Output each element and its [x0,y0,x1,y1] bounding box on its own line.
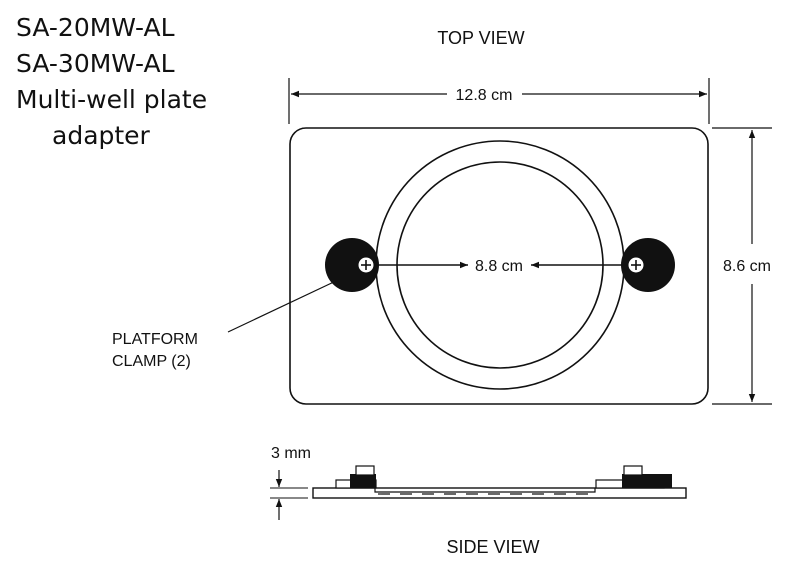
side-view [312,465,687,499]
width-dimension: 8.6 cm [712,127,772,405]
model-number-1: SA-20MW-AL [16,13,175,42]
callout-line-2: CLAMP (2) [112,353,191,370]
callout-line-1: PLATFORM [112,331,198,348]
product-description-line-2: adapter [52,121,150,150]
length-dimension: 12.8 cm [288,78,710,124]
product-title: SA-20MW-AL SA-30MW-AL Multi-well plate a… [16,10,207,154]
product-description-line-1: Multi-well plate [16,85,208,114]
plate-outline [289,127,709,405]
platform-clamp-callout: PLATFORM CLAMP (2) [112,279,339,370]
top-view-label: TOP VIEW [437,28,524,48]
length-label: 12.8 cm [456,87,513,104]
model-number-2: SA-30MW-AL [16,49,175,78]
thickness-label: 3 mm [271,445,311,462]
width-label: 8.6 cm [723,258,771,275]
thickness-dimension: 3 mm [270,445,311,520]
side-view-label: SIDE VIEW [446,537,539,557]
platform-clamp-left [325,238,379,292]
clamp-spacing-label: 8.8 cm [475,258,523,275]
clamp-spacing-dimension: 8.8 cm [375,258,627,275]
platform-clamp-right [621,238,675,292]
